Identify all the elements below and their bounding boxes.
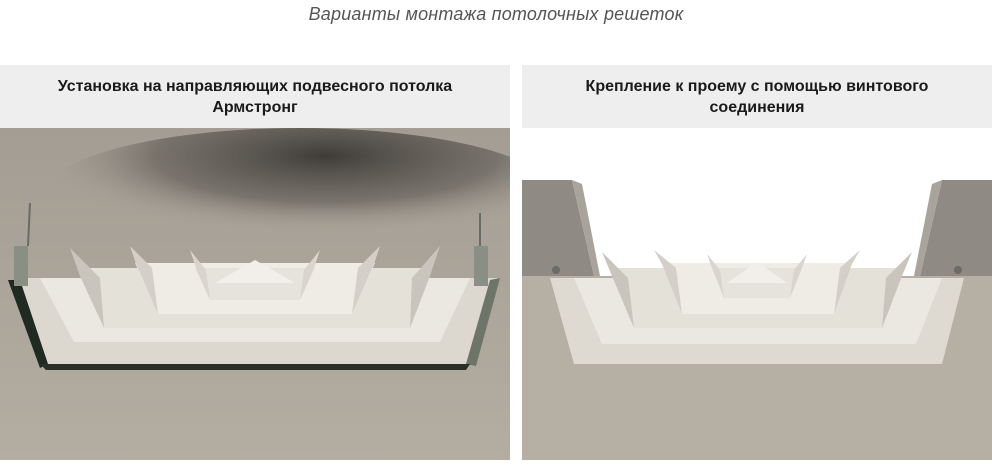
- panel-heading-text: Крепление к проему с помощью винтового с…: [585, 77, 929, 116]
- panel-screw-mount: Крепление к проему с помощью винтового с…: [522, 65, 992, 460]
- screw-mount-illustration: [522, 128, 992, 460]
- armstrong-mount-svg: [0, 128, 510, 460]
- armstrong-grid-mount-illustration: [0, 128, 510, 460]
- panel-armstrong-mount: Установка на направляющих подвесного пот…: [0, 65, 510, 460]
- panel-heading-text: Установка на направляющих подвесного пот…: [57, 77, 453, 116]
- panel-heading: Установка на направляющих подвесного пот…: [0, 65, 510, 128]
- screw-mount-svg: [522, 128, 992, 460]
- panel-heading: Крепление к проему с помощью винтового с…: [522, 65, 992, 128]
- page-title: Варианты монтажа потолочных решеток: [308, 4, 684, 24]
